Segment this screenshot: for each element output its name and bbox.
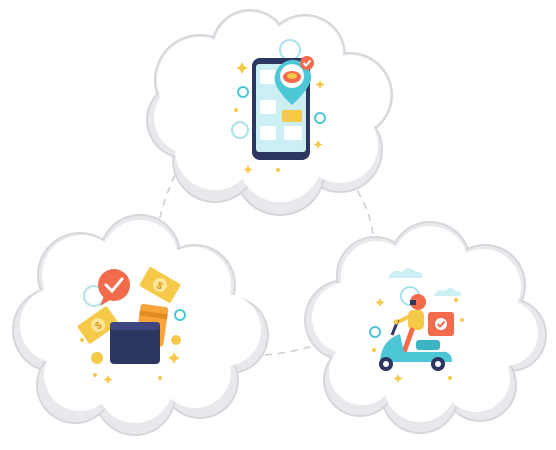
cloud-right	[304, 221, 547, 434]
scooter-delivery-icon	[369, 268, 464, 383]
svg-text:$: $	[154, 280, 165, 293]
phone-food-order-icon	[231, 39, 326, 174]
wallet-money-icon: $ $	[77, 267, 186, 384]
svg-text:$: $	[93, 320, 104, 332]
